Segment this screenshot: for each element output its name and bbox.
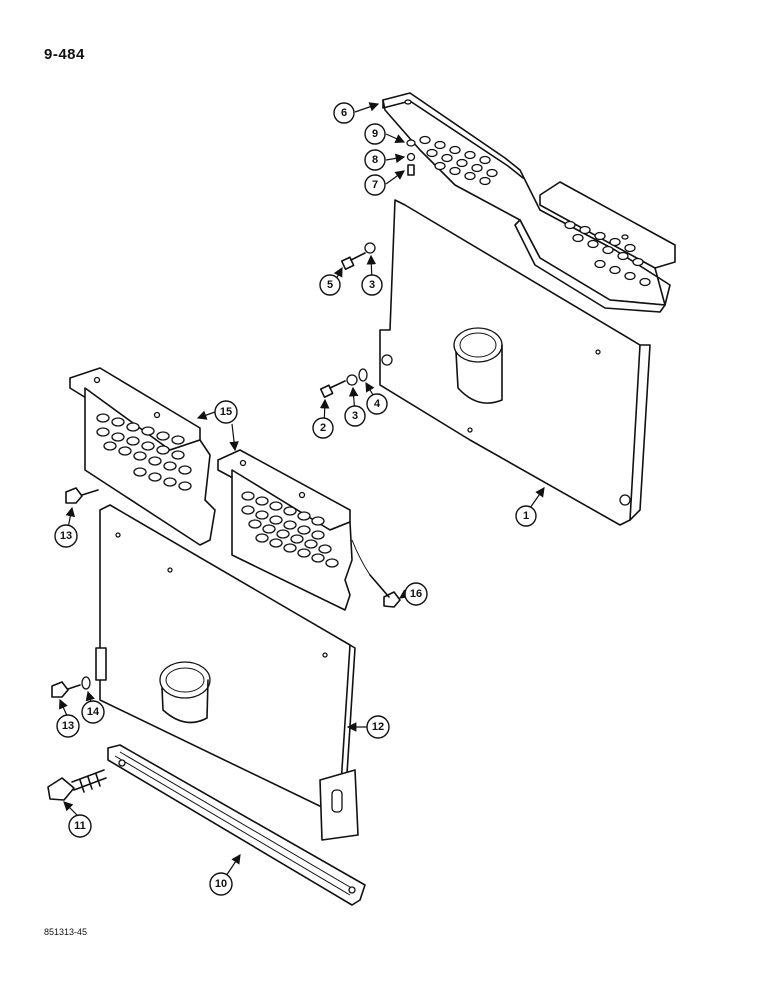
upper-shield-part-6 — [382, 92, 676, 313]
perforations-upper-shield — [419, 135, 651, 287]
bar-part-10 — [107, 744, 366, 906]
svg-text:1: 1 — [523, 510, 529, 522]
cylinder-tube-lower — [159, 661, 211, 724]
bolt-part-13-lower — [51, 681, 81, 698]
callout-10: 10 — [209, 872, 233, 896]
lower-plate-part-12 — [95, 504, 359, 841]
svg-text:10: 10 — [215, 878, 227, 890]
bolt-part-13-upper — [65, 487, 99, 504]
nut-part-3-lower — [346, 374, 358, 386]
callout-5: 5 — [319, 274, 341, 296]
left-shield-part-15 — [69, 367, 216, 546]
svg-text:16: 16 — [410, 588, 422, 600]
callout-7: 7 — [364, 174, 386, 196]
svg-text:5: 5 — [327, 279, 333, 291]
svg-text:15: 15 — [220, 406, 232, 418]
svg-text:9: 9 — [372, 128, 378, 140]
bolt-part-11 — [47, 769, 107, 801]
callout-1: 1 — [515, 505, 537, 527]
callout-3-upper: 3 — [361, 274, 383, 296]
nut-part-8 — [406, 152, 416, 162]
callout-6: 6 — [333, 102, 355, 124]
svg-text:7: 7 — [372, 179, 378, 191]
svg-text:4: 4 — [374, 398, 381, 410]
callout-11: 11 — [68, 814, 92, 838]
washer-part-14 — [81, 676, 91, 690]
perforations-left-shield — [96, 413, 192, 491]
svg-text:12: 12 — [372, 721, 384, 733]
page-number: 9-484 — [44, 46, 85, 63]
main-plate-part-1 — [379, 199, 651, 526]
cylinder-tube — [453, 327, 503, 404]
bolt-part-16 — [351, 539, 401, 608]
figure-code: 851313-45 — [44, 927, 88, 937]
washer-part-9 — [406, 139, 416, 147]
callout-13-lower: 13 — [56, 714, 80, 738]
bolt-part-5 — [340, 252, 366, 271]
nut-part-3-upper — [364, 242, 376, 254]
callout-13-upper: 13 — [54, 524, 78, 548]
svg-text:8: 8 — [372, 154, 378, 166]
callout-2: 2 — [312, 417, 334, 439]
callout-3-lower: 3 — [344, 405, 366, 427]
callout-12: 12 — [366, 715, 390, 739]
svg-text:6: 6 — [341, 107, 347, 119]
svg-text:11: 11 — [74, 820, 86, 832]
callout-14: 14 — [81, 700, 105, 724]
washer-part-4 — [358, 368, 368, 382]
callout-9: 9 — [364, 123, 386, 145]
svg-text:13: 13 — [60, 530, 72, 542]
svg-text:14: 14 — [87, 706, 100, 718]
callout-8: 8 — [364, 149, 386, 171]
callout-4: 4 — [366, 393, 388, 415]
svg-text:2: 2 — [320, 422, 326, 434]
perforations-right-shield — [241, 491, 339, 568]
bolt-part-2 — [319, 380, 346, 399]
callout-15: 15 — [214, 400, 238, 424]
bolt-part-7 — [407, 164, 415, 176]
right-shield-part-15 — [217, 449, 353, 611]
svg-text:13: 13 — [62, 720, 74, 732]
svg-text:3: 3 — [369, 279, 375, 291]
svg-text:3: 3 — [352, 410, 358, 422]
callout-16: 16 — [404, 582, 428, 606]
